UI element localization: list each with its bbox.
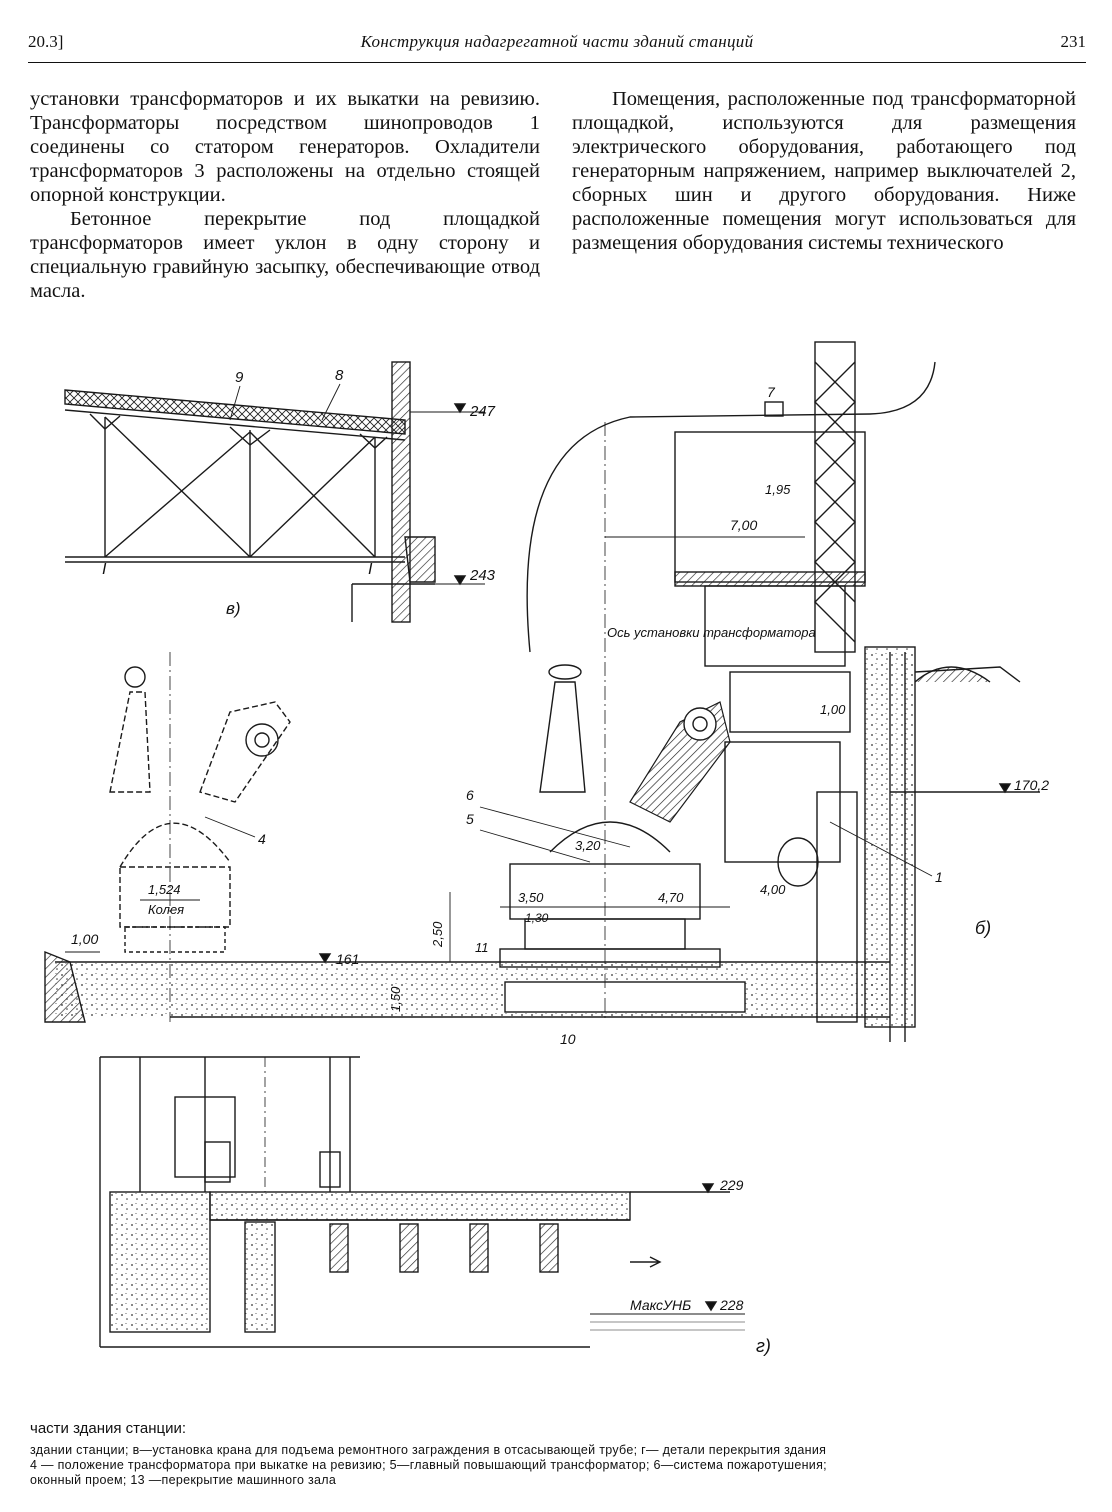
elevation-228: 228: [719, 1297, 744, 1313]
busbar-structure: 7 1,95 7,00 Ось установки трансформатора…: [526, 341, 1049, 1042]
dim-3-20: 3,20: [575, 838, 601, 853]
dim-7-00: 7,00: [730, 517, 757, 533]
caption-title: части здания станции:: [30, 1420, 187, 1437]
callout-5: 5: [466, 811, 474, 827]
paragraph: Помещения, расположенные под трансформат…: [572, 88, 1076, 254]
panel-label-b: б): [975, 918, 991, 938]
axis-note: Ось установки трансформатора: [607, 625, 816, 640]
dim-1-524: 1,524: [148, 882, 181, 897]
figure-drawing: I I 247 243 9 8 в) 10 161: [44, 341, 1049, 1356]
dim-1-30: 1,30: [525, 911, 549, 925]
callout-9: 9: [235, 369, 244, 386]
gauge-label: Колея: [148, 902, 184, 917]
caption-line: 4 — положение трансформатора при выкатке…: [30, 1458, 827, 1472]
callout-10: 10: [560, 1031, 576, 1047]
water-level-label: МаксУНБ: [630, 1297, 691, 1313]
figure-caption: части здания станции: здании станции; в—…: [30, 1420, 1078, 1488]
elevation-170-2: 170,2: [1014, 777, 1049, 793]
header-rule: [28, 62, 1086, 63]
panel-v-truss: I I 247 243 9 8 в): [64, 361, 496, 623]
panel-label-g: г): [756, 1336, 771, 1356]
dim-4-70: 4,70: [658, 890, 684, 905]
paragraph: Бетонное перекрытие под площадкой трансф…: [30, 208, 540, 302]
callout-8: 8: [335, 367, 344, 384]
text-column-left: установки трансформаторов и их выкатки н…: [30, 87, 540, 303]
dim-1-00: 1,00: [820, 702, 846, 717]
dim-4-00: 4,00: [760, 882, 786, 897]
elevation-161: 161: [336, 951, 359, 967]
dim-2-50: 2,50: [430, 921, 445, 948]
main-transformer: 3,20 3,50 4,70 1,30 6 5 2,50 11: [430, 664, 731, 968]
panel-label-v: в): [226, 599, 241, 618]
callout-1: 1: [935, 869, 943, 885]
caption-line: здании станции; в—установка крана для по…: [30, 1443, 827, 1457]
page-header: 20.3] Конструкция надагрегатной части зд…: [28, 20, 1087, 63]
svg-text:I: I: [102, 561, 107, 578]
paragraph: установки трансформаторов и их выкатки н…: [30, 88, 540, 206]
running-title: Конструкция надагрегатной части зданий с…: [360, 32, 754, 51]
panel-b-ground: 10 161 1,00 1,50: [44, 931, 890, 1047]
caption-body: здании станции; в—установка крана для по…: [30, 1443, 1078, 1488]
page-number: 231: [1060, 32, 1087, 51]
elevation-247: 247: [469, 403, 496, 420]
dim-1-00-left: 1,00: [71, 931, 98, 947]
panel-g-floor: 229 МаксУНБ 228 г): [99, 1056, 771, 1356]
svg-text:I: I: [368, 561, 373, 578]
callout-7: 7: [767, 384, 776, 400]
dim-1-50: 1,50: [388, 986, 403, 1012]
text-column-right: Помещения, расположенные под трансформат…: [572, 87, 1076, 255]
transformer-rollout: 1,524 Колея 4: [109, 652, 291, 1022]
callout-6: 6: [466, 787, 474, 803]
engineering-figure: I I 247 243 9 8 в) 10 161: [30, 322, 1090, 1412]
caption-line: оконный проем; 13 —перекрытие машинного …: [30, 1473, 337, 1487]
callout-4: 4: [258, 831, 266, 847]
elevation-229: 229: [719, 1177, 744, 1193]
callout-11: 11: [475, 940, 489, 955]
section-number: 20.3]: [28, 32, 64, 51]
dim-1-95: 1,95: [765, 482, 791, 497]
elevation-243: 243: [469, 567, 496, 584]
dim-3-50: 3,50: [518, 890, 544, 905]
